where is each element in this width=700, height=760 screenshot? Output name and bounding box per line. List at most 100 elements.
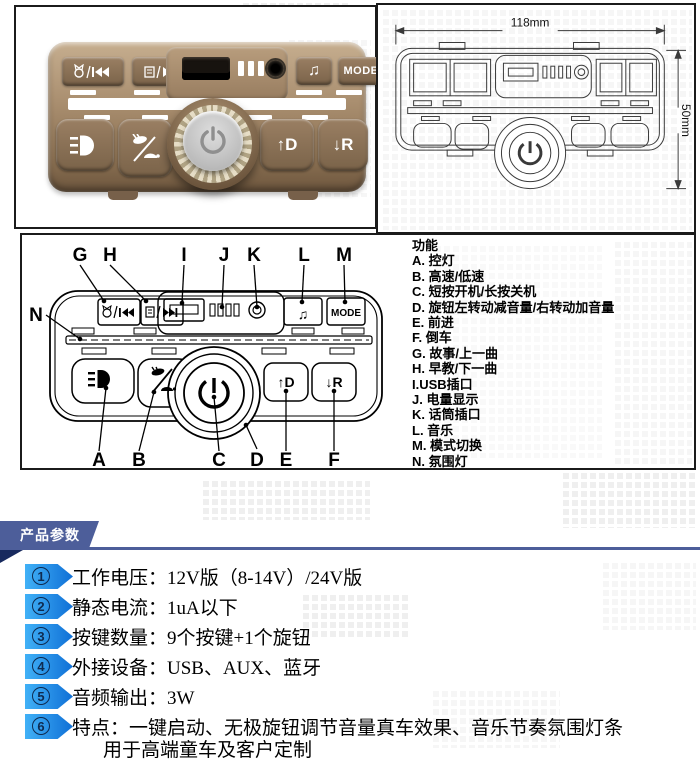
- legend-item: A. 控灯: [412, 253, 455, 269]
- label-I: I: [181, 245, 186, 266]
- legend-item: N. 氛围灯: [412, 453, 468, 469]
- legend-item: M. 模式切换: [412, 438, 483, 454]
- stripe: [70, 90, 96, 95]
- param-text: 音频输出：3W: [72, 687, 195, 709]
- stripe: [336, 90, 362, 95]
- label-F: F: [328, 450, 340, 468]
- param-row: 3 按键数量：9个按键+1个旋钮: [0, 623, 700, 649]
- param-text: 特点：一键启动、无极旋钮调节音量真车效果、音乐节奏氛围灯条: [72, 717, 624, 739]
- param-row: 6 特点：一键启动、无极旋钮调节音量真车效果、音乐节奏氛围灯条: [0, 713, 700, 739]
- stripe: [302, 115, 328, 120]
- story-prev-button: [62, 57, 124, 86]
- mount-tab: [288, 191, 318, 200]
- legend-item: F. 倒车: [412, 330, 452, 346]
- label-C: C: [212, 450, 226, 468]
- watermark: [380, 7, 692, 230]
- power-knob: [167, 98, 259, 190]
- param-row: 1 工作电压：12V版（8-14V）/24V版: [0, 563, 700, 589]
- center-platform: [166, 47, 288, 101]
- stripe: [296, 90, 322, 95]
- label-D: D: [250, 450, 264, 468]
- param-text: 按键数量：9个按键+1个旋钮: [72, 627, 311, 649]
- params-divider: [0, 547, 700, 550]
- legend-item: D. 旋钮左转动减音量/右转动加音量: [412, 299, 615, 315]
- diagram-box: ♫ MODE ↑D ↓R: [20, 233, 696, 470]
- label-B: B: [132, 450, 146, 468]
- param-number: 1: [32, 567, 50, 585]
- watermark: [612, 239, 692, 464]
- label-A: A: [92, 450, 106, 468]
- label-G: G: [73, 245, 88, 266]
- watermark: [200, 478, 370, 520]
- label-N: N: [29, 305, 43, 326]
- cat-prev-icon: [74, 63, 109, 78]
- param-badge: 4: [25, 654, 73, 679]
- watermark: [432, 243, 602, 458]
- stripe: [134, 90, 160, 95]
- param-text: 外接设备：USB、AUX、蓝牙: [72, 657, 322, 679]
- watermark: [430, 688, 560, 748]
- params-header: 产品参数: [0, 521, 99, 548]
- dimension-drawing: 118mm 50mm: [394, 16, 693, 190]
- forward-button: ↑D: [260, 119, 314, 171]
- music-button: ♫: [296, 57, 332, 85]
- stripe: [84, 115, 110, 120]
- param-row: 5 音频输出：3W: [0, 683, 700, 709]
- param-number: 2: [32, 597, 50, 615]
- legend-item: G. 故事/上一曲: [412, 345, 498, 361]
- cat-prev-icon: [102, 304, 134, 319]
- forward-button-label: ↑D: [277, 374, 294, 390]
- label-J: J: [219, 245, 230, 266]
- dimension-width: 118mm: [511, 16, 550, 30]
- watermark: [300, 592, 410, 640]
- music-note-icon: ♫: [308, 62, 320, 79]
- knob-cap: [183, 111, 243, 171]
- music-note-icon: ♫: [298, 306, 309, 322]
- watermark: [560, 470, 696, 528]
- param-row: 2 静态电流：1uA以下: [0, 593, 700, 619]
- function-legend: 功能 A. 控灯 B. 高速/低速 C. 短按开机/长按关机 D. 旋钮左转动减…: [412, 238, 700, 469]
- rabbit-turtle-icon: [132, 134, 160, 162]
- stripe: [246, 115, 272, 120]
- param-number: 6: [32, 717, 50, 735]
- param-text: 静态电流：1uA以下: [72, 597, 238, 619]
- legend-item: E. 前进: [412, 315, 454, 331]
- photo-box: ♫ MODE: [14, 5, 384, 229]
- mode-button-label: MODE: [331, 308, 361, 319]
- control-panel-photo: ♫ MODE: [48, 42, 384, 200]
- legend-item: I.USB插口: [412, 376, 473, 392]
- labeled-diagram: ♫ MODE ↑D ↓R: [29, 245, 383, 468]
- headlight-icon: [70, 135, 94, 155]
- legend-item: K. 话筒插口: [412, 407, 481, 423]
- stripe: [142, 115, 168, 120]
- legend-item: B. 高速/低速: [412, 268, 485, 284]
- legend-item: J. 电量显示: [412, 392, 479, 408]
- battery-led: [238, 61, 244, 76]
- headlight-icon: [88, 370, 110, 388]
- mic-jack: [267, 60, 284, 77]
- param-badge: 2: [25, 594, 73, 619]
- param-number: 4: [32, 657, 50, 675]
- mount-tab: [108, 191, 138, 200]
- watermark: [600, 560, 696, 630]
- param-badge: 6: [25, 714, 73, 739]
- param-text: 工作电压：12V版（8-14V）/24V版: [72, 567, 363, 589]
- legend-item: L. 音乐: [412, 422, 454, 438]
- dimension-height: 50mm: [679, 104, 693, 137]
- power-icon: [200, 126, 226, 154]
- label-E: E: [280, 450, 293, 468]
- headlight-button: [56, 119, 114, 171]
- legend-item: H. 早教/下一曲: [412, 361, 498, 377]
- reverse-button: ↓R: [318, 119, 368, 171]
- battery-led: [248, 61, 254, 76]
- param-text-continued: 用于高端童车及客户定制: [103, 740, 313, 760]
- drawing-box: 118mm 50mm: [376, 3, 696, 234]
- label-L: L: [298, 245, 310, 266]
- battery-led: [258, 61, 264, 76]
- param-number: 3: [32, 627, 50, 645]
- speed-button: [118, 119, 172, 177]
- book-next-icon: [145, 305, 178, 319]
- usb-port: [182, 57, 230, 80]
- legend-item: C. 短按开机/长按关机: [412, 284, 537, 300]
